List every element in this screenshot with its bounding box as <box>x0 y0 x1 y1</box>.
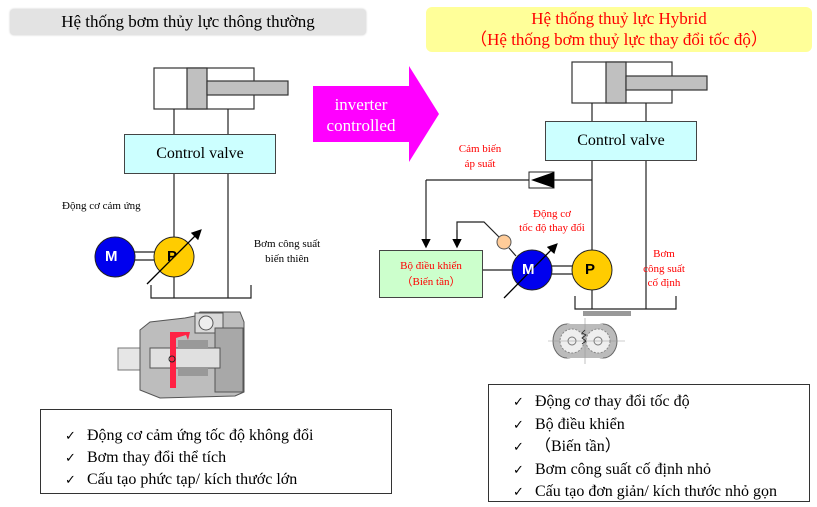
check-icon: ✓ <box>513 485 524 500</box>
encoder-icon <box>496 234 512 250</box>
feature-item: ✓Động cơ cảm ứng tốc độ không đổi <box>65 425 391 447</box>
conventional-features-box: ✓Động cơ cảm ứng tốc độ không đổi ✓Bơm t… <box>40 409 392 494</box>
check-icon: ✓ <box>65 473 76 488</box>
arrow-label-line2: controlled <box>326 116 396 135</box>
hybrid-title-line2: （Hệ thống bơm thuỷ lực thay đổi tốc độ） <box>470 30 768 49</box>
variable-speed-motor-label-line1: Động cơ <box>533 208 571 220</box>
controller-label-line2: （Biến tần） <box>401 276 461 288</box>
arrow-label-line1: inverter <box>334 95 388 114</box>
fixed-pump-label-line1: Bơm <box>653 248 675 260</box>
fixed-pump-label: Bơm công suất cố định <box>634 247 694 291</box>
check-icon: ✓ <box>513 462 524 478</box>
hybrid-system-title: Hệ thống thuỷ lực Hybrid （Hệ thống bơm t… <box>426 7 812 52</box>
check-icon: ✓ <box>513 417 524 433</box>
controller-label-line1: Bộ điều khiển <box>400 260 462 272</box>
check-icon: ✓ <box>65 429 76 444</box>
left-motor-icon <box>94 236 136 278</box>
pressure-sensor-label: Cảm biến áp suất <box>449 142 511 172</box>
pressure-sensor-label-line2: áp suất <box>464 158 496 170</box>
inverter-arrow-label: inverter controlled <box>313 94 409 136</box>
left-tank-icon <box>150 285 252 299</box>
hybrid-features-box: ✓Động cơ thay đổi tốc độ ✓Bộ điều khiển … <box>488 384 810 502</box>
feature-item: ✓Cấu tạo đơn giản/ kích thước nhỏ gọn <box>513 481 809 504</box>
right-pump-symbol: P <box>585 261 596 278</box>
piston-pump-illustration-icon <box>117 311 245 399</box>
left-control-valve: Control valve <box>124 134 276 174</box>
feature-item: ✓Động cơ thay đổi tốc độ <box>513 391 809 414</box>
feature-item: ✓Bơm công suất cố định nhỏ <box>513 459 809 482</box>
left-hydraulic-cylinder-icon <box>153 67 289 110</box>
right-hydraulic-cylinder-icon <box>571 61 708 104</box>
feature-item: ✓Bơm thay đổi thể tích <box>65 447 391 469</box>
right-tank-icon <box>574 296 677 310</box>
induction-motor-label: Động cơ cảm ứng <box>62 200 141 212</box>
gear-pump-illustration-icon <box>548 311 631 364</box>
left-motor-symbol: M <box>105 248 118 265</box>
left-pump-symbol: P <box>167 248 178 265</box>
right-motor-symbol: M <box>522 261 535 278</box>
check-icon: ✓ <box>513 395 524 410</box>
fixed-pump-label-line2: công suất <box>643 262 685 275</box>
conventional-features-list: ✓Động cơ cảm ứng tốc độ không đổi ✓Bơm t… <box>65 425 391 491</box>
fixed-pump-label-line3: cố định <box>647 277 681 289</box>
conventional-system-title: Hệ thống bơm thủy lực thông thường <box>10 9 366 35</box>
variable-speed-motor-label-line2: tốc độ thay đổi <box>519 222 585 234</box>
variable-pump-label-line1: Bơm công suất <box>253 238 321 250</box>
variable-pump-label-line2: biến thiên <box>265 253 309 265</box>
controller-inverter-box: Bộ điều khiển （Biến tần） <box>379 250 483 298</box>
variable-speed-motor-label: Động cơ tốc độ thay đổi <box>508 207 596 235</box>
hybrid-title-line1: Hệ thống thuỷ lực Hybrid <box>531 9 707 28</box>
inverter-arrow-icon <box>313 66 439 162</box>
check-icon: ✓ <box>513 440 524 455</box>
pressure-sensor-icon <box>528 171 555 189</box>
right-fixed-pump-icon <box>571 249 613 291</box>
check-icon: ✓ <box>65 451 76 466</box>
feature-item: ✓Cấu tạo phức tạp/ kích thước lớn <box>65 469 391 491</box>
right-control-valve: Control valve <box>545 121 697 161</box>
variable-pump-label: Bơm công suất biến thiên <box>247 237 327 267</box>
pressure-sensor-label-line1: Cảm biến <box>458 143 502 155</box>
hybrid-features-list: ✓Động cơ thay đổi tốc độ ✓Bộ điều khiển … <box>513 391 809 504</box>
feature-item: ✓Bộ điều khiển <box>513 414 809 437</box>
feature-item: ✓（Biến tần） <box>513 436 809 459</box>
